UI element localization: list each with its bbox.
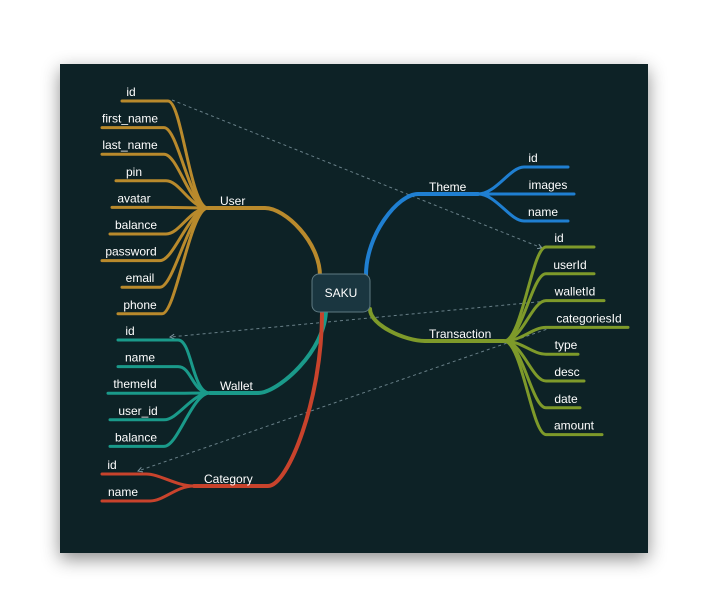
branch-label-theme: Theme: [429, 180, 467, 194]
field-label-wallet-user-id[interactable]: user_id: [118, 404, 157, 418]
branch-category[interactable]: Category id name: [100, 311, 324, 503]
field-label-user-pin[interactable]: pin: [126, 165, 142, 179]
field-label-user-email[interactable]: email: [126, 271, 155, 285]
field-label-wallet-name[interactable]: name: [125, 351, 155, 365]
field-label-transaction-id[interactable]: id: [554, 231, 563, 245]
field-label-user-phone[interactable]: phone: [123, 298, 157, 312]
root-node[interactable]: SAKU: [311, 273, 371, 313]
field-connector-wallet: [108, 391, 212, 448]
field-label-user-password[interactable]: password: [105, 245, 156, 259]
field-label-category-name[interactable]: name: [108, 485, 138, 499]
field-label-theme-name[interactable]: name: [528, 205, 558, 219]
field-label-user-first-name[interactable]: first_name: [102, 112, 158, 126]
field-label-user-avatar[interactable]: avatar: [117, 191, 150, 205]
field-label-transaction-type[interactable]: type: [555, 338, 578, 352]
field-label-transaction-amount[interactable]: amount: [554, 419, 595, 433]
field-connector-user: [110, 205, 210, 210]
field-label-wallet-id[interactable]: id: [125, 324, 134, 338]
root-node-box: [311, 273, 371, 313]
branch-label-transaction: Transaction: [429, 327, 491, 341]
field-label-transaction-walletid[interactable]: walletId: [554, 285, 596, 299]
field-connector-transaction: [502, 339, 604, 437]
field-label-wallet-balance[interactable]: balance: [115, 430, 157, 444]
field-label-transaction-date[interactable]: date: [554, 392, 578, 406]
branch-label-user: User: [220, 194, 245, 208]
branch-label-category: Category: [204, 472, 253, 486]
field-connector-user: [116, 206, 210, 316]
field-label-user-last-name[interactable]: last_name: [102, 138, 158, 152]
field-label-transaction-desc[interactable]: desc: [554, 365, 579, 379]
field-label-user-id[interactable]: id: [126, 85, 135, 99]
root-node-label: SAKU: [325, 286, 358, 300]
relation-line: [169, 300, 553, 338]
field-connector-theme: [476, 192, 570, 223]
field-connector-category: [100, 484, 196, 503]
branch-theme[interactable]: Theme id images name: [364, 151, 576, 277]
relation-arrowhead: [168, 333, 175, 340]
field-label-user-balance[interactable]: balance: [115, 218, 157, 232]
field-label-transaction-categoriesid[interactable]: categoriesId: [556, 311, 621, 325]
relation-line: [171, 99, 543, 249]
field-label-category-id[interactable]: id: [107, 458, 116, 472]
field-label-transaction-userid[interactable]: userId: [553, 258, 586, 272]
field-label-wallet-themeid[interactable]: themeId: [113, 377, 156, 391]
branch-connector-user: [206, 206, 322, 278]
branch-transaction[interactable]: Transaction id userId walletId categoriesId t…: [368, 231, 630, 437]
branch-connector-transaction: [368, 307, 506, 343]
branch-connector-theme: [364, 192, 480, 277]
relation-arrowhead: [137, 466, 144, 473]
field-label-theme-images[interactable]: images: [529, 178, 568, 192]
field-label-theme-id[interactable]: id: [528, 151, 537, 165]
branch-label-wallet: Wallet: [220, 379, 254, 393]
branch-connector-category: [192, 311, 324, 488]
relation-line: [137, 326, 553, 472]
